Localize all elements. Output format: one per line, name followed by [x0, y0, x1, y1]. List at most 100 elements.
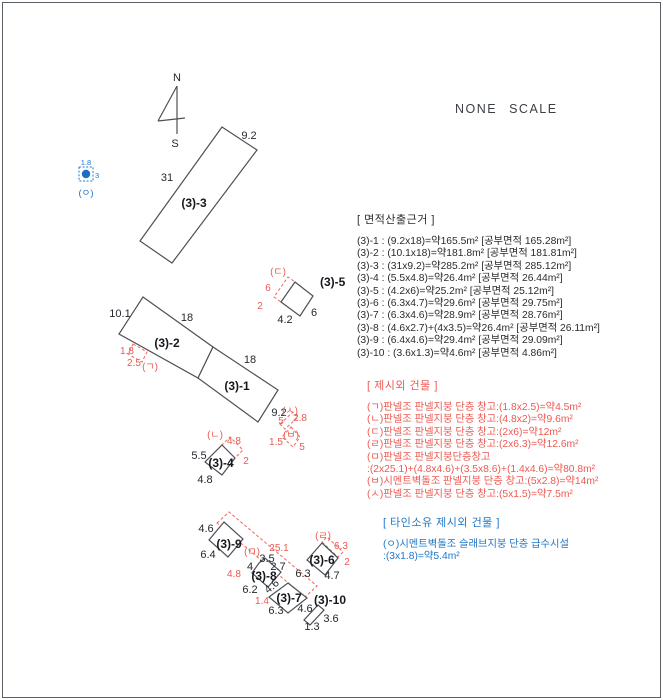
- extra-buildings-title: [ 제시외 건물 ]: [367, 380, 438, 392]
- scale-note: NONE SCALE: [455, 102, 558, 116]
- area-basis-line: (3)-8 : (4.6x2.7)+(4x3.5)=약26.4m² [공부면적 …: [357, 322, 600, 334]
- shed-r-dim1: 6.3: [334, 541, 348, 552]
- shed-d-dim2: 2: [257, 301, 263, 312]
- p3-7-dim-left: 6.3: [268, 605, 283, 617]
- area-basis-title: [ 면적산출근거 ]: [357, 214, 435, 226]
- p3-6-name: (3)-6: [309, 553, 335, 567]
- parcel-3-8-shape: [251, 557, 282, 588]
- area-basis-line: (3)-7 : (6.3x4.6)=약28.9m² [공부면적 28.76m²]: [357, 310, 563, 322]
- shed-r-outline: [321, 536, 344, 558]
- shed-g-dim1: 1.8: [120, 346, 134, 357]
- parcel-3-10-shape: [303, 604, 325, 626]
- area-basis-line: (3)-4 : (5.5x4.8)=약26.4m² [공부면적 26.44m²]: [357, 273, 563, 285]
- shed-s-label: (ㅅ): [282, 406, 298, 417]
- other-owner-line: (ㅇ)시멘트벽돌조 슬래브지붕 단층 급수시설: [383, 539, 569, 550]
- extra-buildings-line: (ㅁ)판넬조 판넬지붕단층창고: [367, 451, 491, 463]
- extra-buildings-line: :(2x25.1)+(4.8x4.6)+(3.5x8.6)+(1.4x4.6)=…: [367, 464, 596, 476]
- p3-6-dim-left: 6.3: [295, 568, 310, 580]
- shed-g-label: (ㄱ): [142, 362, 158, 373]
- water-facility-label: (ㅇ): [78, 188, 93, 199]
- p3-5-dim-right: 6: [311, 307, 317, 319]
- p3-3-dim-left: 31: [161, 172, 173, 184]
- compass-icon: N S: [157, 72, 186, 150]
- area-basis-line: (3)-3 : (31x9.2)=약285.2m² [공부면적 285.12m²…: [357, 260, 572, 272]
- p3-7-name: (3)-7: [276, 591, 302, 605]
- extra-buildings-line: (ㅂ)시멘트벽돌조 판넬지붕 단층 창고:(5x2.8)=약14m²: [367, 476, 599, 488]
- compass-south-label: S: [171, 138, 178, 150]
- water-facility-icon: 1.8 3 (ㅇ): [78, 158, 99, 199]
- shed-s-outline: [279, 411, 299, 430]
- p3-1-name: (3)-1: [224, 379, 250, 393]
- p3-5-name: (3)-5: [320, 275, 346, 289]
- p3-10-name: (3)-10: [314, 593, 346, 607]
- parcel-3-7-shape: [268, 582, 308, 614]
- shed-s-dim2: 2.8: [293, 413, 307, 424]
- parcel-3-9-shape: [208, 521, 244, 558]
- p3-8-dim-top2: 3.5: [259, 553, 274, 565]
- shed-m-dim3: 1.4: [255, 596, 269, 607]
- shed-m-dim1: 25.1: [269, 543, 289, 554]
- shed-m-dim2: 4.8: [227, 569, 241, 580]
- p3-4-dim-bottom: 4.8: [197, 474, 212, 486]
- parcel-3-5-shape: [280, 281, 314, 317]
- area-basis-section: [ 면적산출근거 ] (3)-1 : (9.2x18)=약165.5m² [공부…: [357, 211, 600, 360]
- other-owner-line: :(3x1.8)=약5.4m²: [383, 551, 460, 563]
- shed-d-dim1: 6: [265, 283, 271, 294]
- shed-b-dim1: 1.5: [269, 437, 283, 448]
- p3-5-dim-bottom: 4.2: [277, 314, 292, 326]
- shed-g-dim2: 2.5: [127, 358, 141, 369]
- p3-2-name: (3)-2: [154, 336, 180, 350]
- compass-north-label: N: [173, 72, 181, 84]
- extra-buildings-section: [ 제시외 건물 ] (ㄱ)판넬조 판넬지붕 단층 창고:(1.8x2.5)=약…: [367, 377, 598, 501]
- shed-b-dim2: 5: [299, 442, 305, 453]
- p3-7-dim-right: 4.6: [297, 603, 312, 615]
- parcel-3-6-shape: [306, 542, 339, 576]
- p3-6-dim-bottom: 4.7: [324, 570, 339, 582]
- parcel-3-4-shape: [204, 444, 236, 476]
- shed-d-label: (ㄷ): [270, 267, 286, 278]
- parcel-3-3-shape: [139, 126, 258, 264]
- area-basis-line: (3)-5 : (4.2x6)=약25.2m² [공부면적 25.12m²]: [357, 285, 555, 297]
- area-basis-line: (3)-10 : (3.6x1.3)=약4.6m² [공부면적 4.86m²]: [357, 347, 557, 359]
- p3-8-dim-left: 6.2: [242, 584, 257, 596]
- p3-2-dim-top: 18: [181, 312, 193, 324]
- p3-8-name: (3)-8: [251, 569, 277, 583]
- shed-b-label: (ㅂ): [283, 430, 299, 441]
- p3-10-dim-short: 1.3: [304, 621, 319, 633]
- other-owner-section: [ 타인소유 제시외 건물 ] (ㅇ)시멘트벽돌조 슬래브지붕 단층 급수시설 …: [383, 514, 569, 564]
- area-basis-line: (3)-6 : (6.3x4.7)=약29.6m² [공부면적 29.75m²]: [357, 298, 563, 310]
- parcel-3-1-shape: [197, 346, 279, 423]
- p3-3-name: (3)-3: [181, 196, 207, 210]
- extra-buildings-line: (ㅅ)판넬조 판넬지붕 단층 창고:(5x1.5)=약7.5m²: [367, 488, 573, 500]
- extra-buildings-line: (ㄹ)판넬조 판넬지붕 단층 창고:(2x6.3)=약12.6m²: [367, 439, 579, 451]
- p3-3-dim-top: 9.2: [241, 130, 256, 142]
- other-owner-title: [ 타인소유 제시외 건물 ]: [383, 517, 500, 529]
- shed-n-dim2: 2: [243, 456, 249, 467]
- p3-9-dim-left: 6.4: [200, 549, 215, 561]
- extra-buildings-line: (ㄱ)판넬조 판넬지붕 단층 창고:(1.8x2.5)=약4.5m²: [367, 402, 582, 413]
- p3-4-dim-left: 5.5: [191, 450, 206, 462]
- extra-buildings-line: (ㄴ)판넬조 판넬지붕 단층 창고:(4.8x2)=약9.6m²: [367, 414, 573, 426]
- p3-1-dim-right: 9.2: [271, 407, 286, 419]
- p3-9-name: (3)-9: [216, 537, 242, 551]
- area-basis-line: (3)-9 : (6.4x4.6)=약29.4m² [공부면적 29.09m²]: [357, 335, 563, 347]
- area-basis-line: (3)-1 : (9.2x18)=약165.5m² [공부면적 165.28m²…: [357, 236, 572, 247]
- p3-4-name: (3)-4: [208, 456, 234, 470]
- p3-8-dim-top1: 4: [247, 561, 253, 573]
- water-facility-side-label: 3: [95, 171, 99, 180]
- shed-n-label: (ㄴ): [207, 430, 223, 441]
- water-facility-width-label: 1.8: [81, 158, 91, 167]
- p3-9-dim-top: 4.6: [198, 523, 213, 535]
- shed-m-label: (ㅁ): [244, 547, 260, 558]
- shed-g-outline: [127, 343, 148, 363]
- shed-r-dim2: 2: [344, 557, 350, 568]
- p3-2-dim-left: 10.1: [109, 308, 130, 320]
- water-facility-dot: [81, 169, 91, 179]
- shed-m-outline: [216, 511, 318, 598]
- shed-s-dim1: 5: [278, 416, 284, 427]
- shed-r-label: (ㄹ): [315, 531, 331, 542]
- extra-buildings-line: (ㄷ)판넬조 판넬지붕 단층 창고:(2x6)=약12m²: [367, 426, 562, 438]
- area-basis-line: (3)-2 : (10.1x18)=약181.8m² [공부면적 181.81m…: [357, 248, 577, 260]
